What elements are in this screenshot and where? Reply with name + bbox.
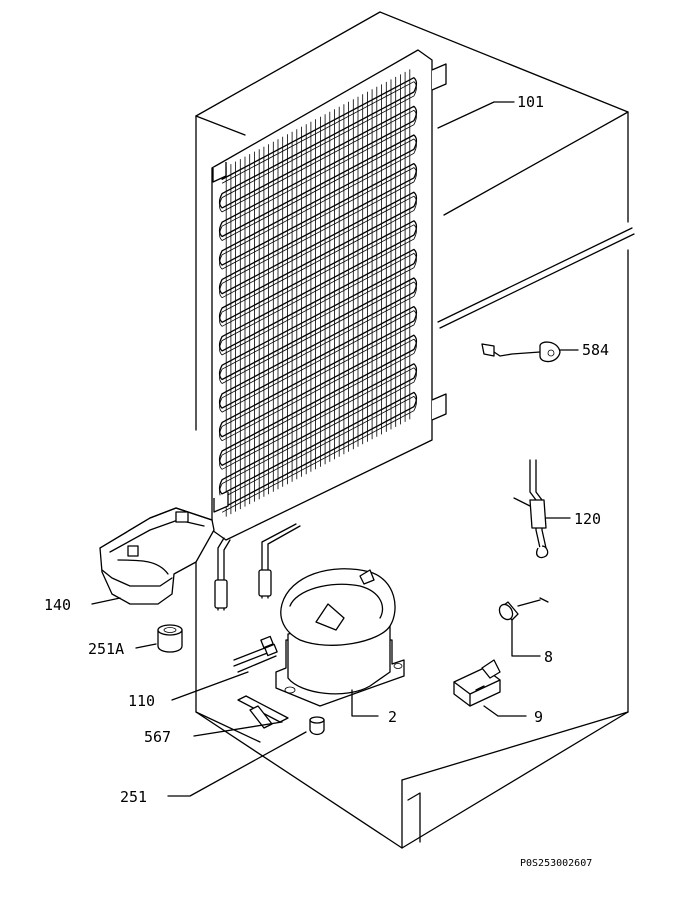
leader-lines (91, 101, 579, 797)
condenser-coil (211, 49, 447, 611)
label-251: 251 (120, 788, 147, 806)
label-584: 584 (582, 341, 609, 359)
relay-part-9 (453, 659, 501, 707)
label-120: 120 (574, 510, 601, 528)
cabinet-outline (195, 11, 629, 849)
condenser-tube (218, 77, 418, 509)
compressor-part-2 (275, 568, 405, 707)
label-101: 101 (517, 93, 544, 111)
label-110: 110 (128, 692, 155, 710)
condenser-tube-inner (219, 81, 417, 513)
grommet-part-251A (157, 624, 183, 653)
capillary-part-120 (513, 459, 549, 559)
drip-tray-part-140 (99, 507, 215, 605)
label-9: 9 (534, 708, 543, 726)
label-251A: 251A (88, 640, 124, 658)
label-8: 8 (544, 648, 553, 666)
nut-part-251 (309, 716, 325, 736)
drawing-reference-code: P0S253002607 (520, 858, 592, 869)
plate-part-567 (237, 695, 289, 729)
label-567: 567 (144, 728, 171, 746)
clip-part-584 (481, 341, 561, 363)
label-2: 2 (388, 708, 397, 726)
grommet-part-8 (498, 597, 549, 621)
drain-rod (437, 227, 635, 329)
label-140: 140 (44, 596, 71, 614)
pins-part-110 (233, 635, 278, 673)
